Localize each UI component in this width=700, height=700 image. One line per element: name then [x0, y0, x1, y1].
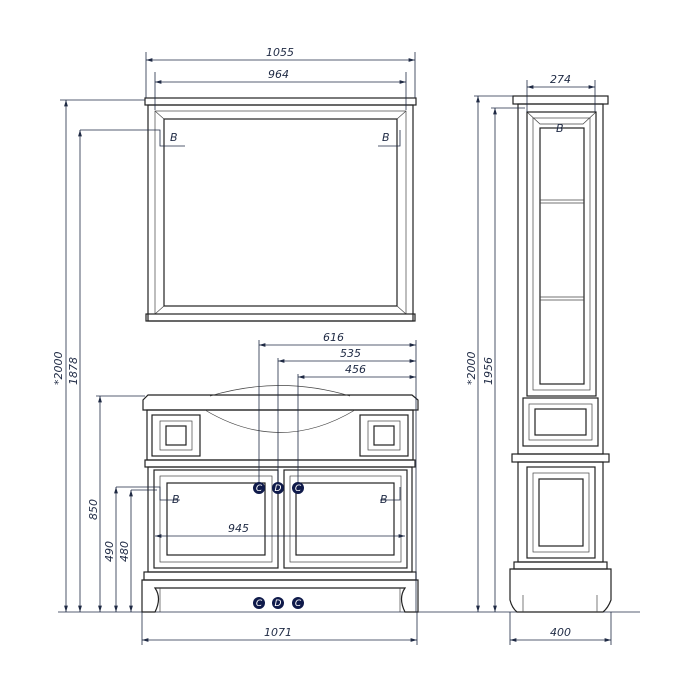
dimension-label-2000-tower: *2000	[465, 352, 478, 386]
vanity	[116, 385, 419, 613]
mirror-fixing-right-label: B	[382, 131, 390, 144]
dimension-616	[258, 340, 416, 488]
vanity-fixing-left-label: B	[172, 493, 180, 506]
tower-fixing-label: B	[556, 122, 564, 135]
dimension-label-850: 850	[87, 499, 100, 520]
svg-text:C: C	[295, 484, 302, 494]
dimension-label-1071: 1071	[264, 626, 292, 639]
svg-text:D: D	[275, 484, 282, 494]
mirror	[80, 97, 417, 322]
tower-cabinet	[509, 95, 612, 613]
dimension-964	[154, 72, 407, 110]
marker-c-lower-right: C	[292, 597, 304, 609]
dimension-label-1878: 1878	[67, 357, 80, 385]
mirror-fixing-left-label: B	[170, 131, 178, 144]
vanity-fixing-right-label: B	[380, 493, 388, 506]
marker-c-lower-left: C	[253, 597, 265, 609]
dimension-label-535: 535	[340, 347, 361, 360]
dimension-456	[297, 374, 416, 488]
dimension-label-616: 616	[323, 331, 344, 344]
dimension-1071	[141, 612, 418, 645]
dimension-label-1956: 1956	[482, 357, 495, 385]
marker-c-upper-right: C	[292, 482, 304, 494]
dimension-400	[509, 612, 612, 645]
svg-text:C: C	[256, 484, 263, 494]
marker-d-lower: D	[272, 597, 284, 609]
marker-c-upper-left: C	[253, 482, 265, 494]
svg-text:D: D	[275, 599, 282, 609]
dimension-label-964: 964	[268, 68, 289, 81]
dimension-label-274: 274	[550, 73, 571, 86]
dimension-label-456: 456	[345, 363, 366, 376]
dimension-274	[526, 80, 596, 112]
dimension-label-400: 400	[550, 626, 571, 639]
dimension-label-945: 945	[228, 522, 249, 535]
svg-text:C: C	[295, 599, 302, 609]
dimension-label-490: 490	[103, 541, 116, 562]
dimension-535	[277, 358, 416, 488]
dimension-label-2000-left: *2000	[52, 352, 65, 386]
dimension-label-480: 480	[118, 541, 131, 562]
svg-text:C: C	[256, 599, 263, 609]
marker-d-upper: D	[272, 482, 284, 494]
dimension-label-1055: 1055	[266, 46, 294, 59]
dimension-1055	[145, 52, 416, 98]
